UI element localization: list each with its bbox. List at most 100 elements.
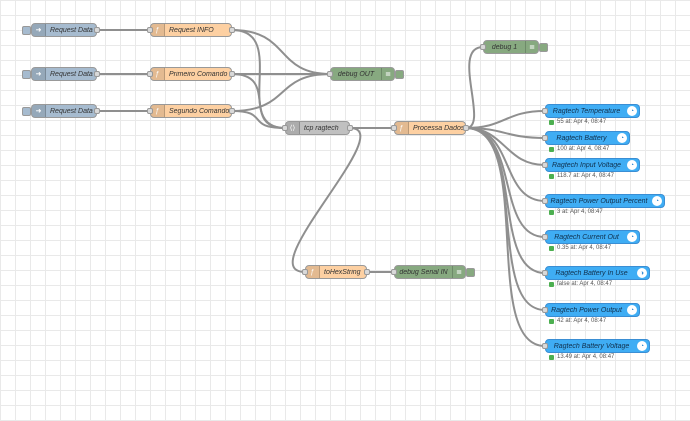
input-port[interactable] xyxy=(391,125,397,131)
function-icon: ƒ xyxy=(306,266,320,278)
status-dot-icon xyxy=(549,354,554,360)
dashboard-node-power-output[interactable]: Ragtech Power Output ◔ xyxy=(542,303,640,317)
input-port[interactable] xyxy=(542,108,548,114)
inject-node-request-data-3[interactable]: ➜ Request Data xyxy=(22,104,100,118)
node-label: debug OUT xyxy=(337,70,375,78)
function-node-segundo-comando[interactable]: ƒ Segundo Comando xyxy=(147,104,235,118)
gauge-icon: ◔ xyxy=(617,133,627,143)
node-status: false at: Apr 4, 08:47 xyxy=(549,281,612,287)
inject-trigger-button[interactable] xyxy=(22,70,31,79)
status-text: 0.35 at: Apr 4, 08:47 xyxy=(557,245,612,251)
node-label: debug Serial IN xyxy=(399,268,448,276)
debug-toggle-button[interactable] xyxy=(466,268,475,277)
input-port[interactable] xyxy=(542,135,548,141)
output-port[interactable] xyxy=(229,27,235,33)
dashboard-node-battery[interactable]: Ragtech Battery ◔ xyxy=(542,131,630,145)
node-label: Ragtech Battery Voltage xyxy=(553,342,630,350)
toggle-icon: ◑ xyxy=(637,268,647,278)
input-port[interactable] xyxy=(147,27,153,33)
function-node-request-info[interactable]: ƒ Request INFO xyxy=(147,23,235,37)
gauge-icon: ◔ xyxy=(627,232,637,242)
gauge-icon: ◔ xyxy=(652,196,662,206)
dashboard-node-battery-voltage[interactable]: Ragtech Battery Voltage ◔ xyxy=(542,339,650,353)
input-port[interactable] xyxy=(542,307,548,313)
function-icon: ƒ xyxy=(151,24,165,36)
dashboard-node-battery-in-use[interactable]: Ragtech Battery In Use ◑ xyxy=(542,266,650,280)
output-port[interactable] xyxy=(229,71,235,77)
node-label: Ragtech Temperature xyxy=(552,107,621,115)
status-dot-icon xyxy=(549,245,554,251)
input-port[interactable] xyxy=(391,269,397,275)
node-label: Ragtech Battery xyxy=(556,134,607,142)
output-port[interactable] xyxy=(347,125,353,131)
input-port[interactable] xyxy=(327,71,333,77)
function-icon: ƒ xyxy=(151,105,165,117)
node-status: 13.49 at: Apr 4, 08:47 xyxy=(549,354,614,360)
node-label: Ragtech Input Voltage xyxy=(551,161,621,169)
wire-primeiro-tcp xyxy=(231,73,286,129)
output-port[interactable] xyxy=(463,125,469,131)
status-dot-icon xyxy=(549,119,554,125)
input-port[interactable] xyxy=(542,162,548,168)
debug-toggle-button[interactable] xyxy=(395,70,404,79)
function-node-primeiro-comando[interactable]: ƒ Primeiro Comando xyxy=(147,67,235,81)
debug-toggle-button[interactable] xyxy=(539,43,548,52)
dashboard-node-input-voltage[interactable]: Ragtech Input Voltage ◔ xyxy=(542,158,640,172)
gauge-icon: ◔ xyxy=(627,106,637,116)
input-port[interactable] xyxy=(282,125,288,131)
wire-processa-debug1 xyxy=(465,46,484,129)
inject-trigger-button[interactable] xyxy=(22,107,31,116)
input-port[interactable] xyxy=(542,343,548,349)
arrow-right-icon: ➜ xyxy=(32,68,46,80)
wire-processa-d0 xyxy=(465,110,546,129)
node-status: 42 at: Apr 4, 08:47 xyxy=(549,318,606,324)
status-dot-icon xyxy=(549,318,554,324)
status-dot-icon xyxy=(549,173,554,179)
input-port[interactable] xyxy=(542,270,548,276)
debug-node-out[interactable]: debug OUT ≣ xyxy=(327,67,404,81)
dashboard-node-current-out[interactable]: Ragtech Current Out ◔ xyxy=(542,230,640,244)
wire-tcp-hex xyxy=(291,127,362,273)
inject-node-request-data-repeat[interactable]: ➜ Request Data ↻ xyxy=(22,23,100,37)
function-node-tohexstring[interactable]: ƒ toHexString xyxy=(302,265,370,279)
debug-list-icon: ≣ xyxy=(381,68,394,80)
output-port[interactable] xyxy=(364,269,370,275)
input-port[interactable] xyxy=(542,234,548,240)
node-label: toHexString xyxy=(324,268,361,276)
input-port[interactable] xyxy=(302,269,308,275)
wire-segundo-tcp xyxy=(231,110,286,129)
dashboard-node-temperature[interactable]: Ragtech Temperature ◔ xyxy=(542,104,640,118)
function-node-processa-dados[interactable]: ƒ Processa Dados xyxy=(391,121,469,135)
output-port[interactable] xyxy=(94,71,100,77)
wire-processa-d7 xyxy=(465,127,546,347)
inject-trigger-button[interactable] xyxy=(22,26,31,35)
node-label: Request Data xyxy=(50,70,93,78)
inject-node-request-data-2[interactable]: ➜ Request Data xyxy=(22,67,100,81)
arrow-right-icon: ➜ xyxy=(32,105,46,117)
node-label: Request INFO xyxy=(169,26,214,34)
input-port[interactable] xyxy=(147,108,153,114)
node-label: debug 1 xyxy=(491,43,518,51)
tcp-node-ragtech[interactable]: ⟨⟩ tcp ragtech xyxy=(282,121,353,135)
output-port[interactable] xyxy=(94,27,100,33)
status-text: 55 at: Apr 4, 08:47 xyxy=(557,119,607,125)
debug-node-serial-in[interactable]: debug Serial IN ≣ xyxy=(391,265,475,279)
debug-node-1[interactable]: debug 1 ≣ xyxy=(480,40,548,54)
node-status: 3 at: Apr 4, 08:47 xyxy=(549,209,603,215)
status-dot-icon xyxy=(549,209,554,215)
node-label: Processa Dados xyxy=(413,124,465,132)
output-port[interactable] xyxy=(229,108,235,114)
output-port[interactable] xyxy=(94,108,100,114)
node-status: 118.7 at: Apr 4, 08:47 xyxy=(549,173,614,179)
input-port[interactable] xyxy=(542,198,548,204)
node-label: Ragtech Power Output xyxy=(551,306,622,314)
input-port[interactable] xyxy=(480,44,486,50)
gauge-icon: ◔ xyxy=(637,341,647,351)
status-text: 3 at: Apr 4, 08:47 xyxy=(557,209,603,215)
dashboard-node-power-output-percent[interactable]: Ragtech Power Output Percent ◔ xyxy=(542,194,665,208)
debug-list-icon: ≣ xyxy=(452,266,465,278)
input-port[interactable] xyxy=(147,71,153,77)
tcp-bracket-icon: ⟨⟩ xyxy=(286,122,300,134)
wire-segundo-debugout xyxy=(231,73,331,112)
gauge-icon: ◔ xyxy=(627,305,637,315)
